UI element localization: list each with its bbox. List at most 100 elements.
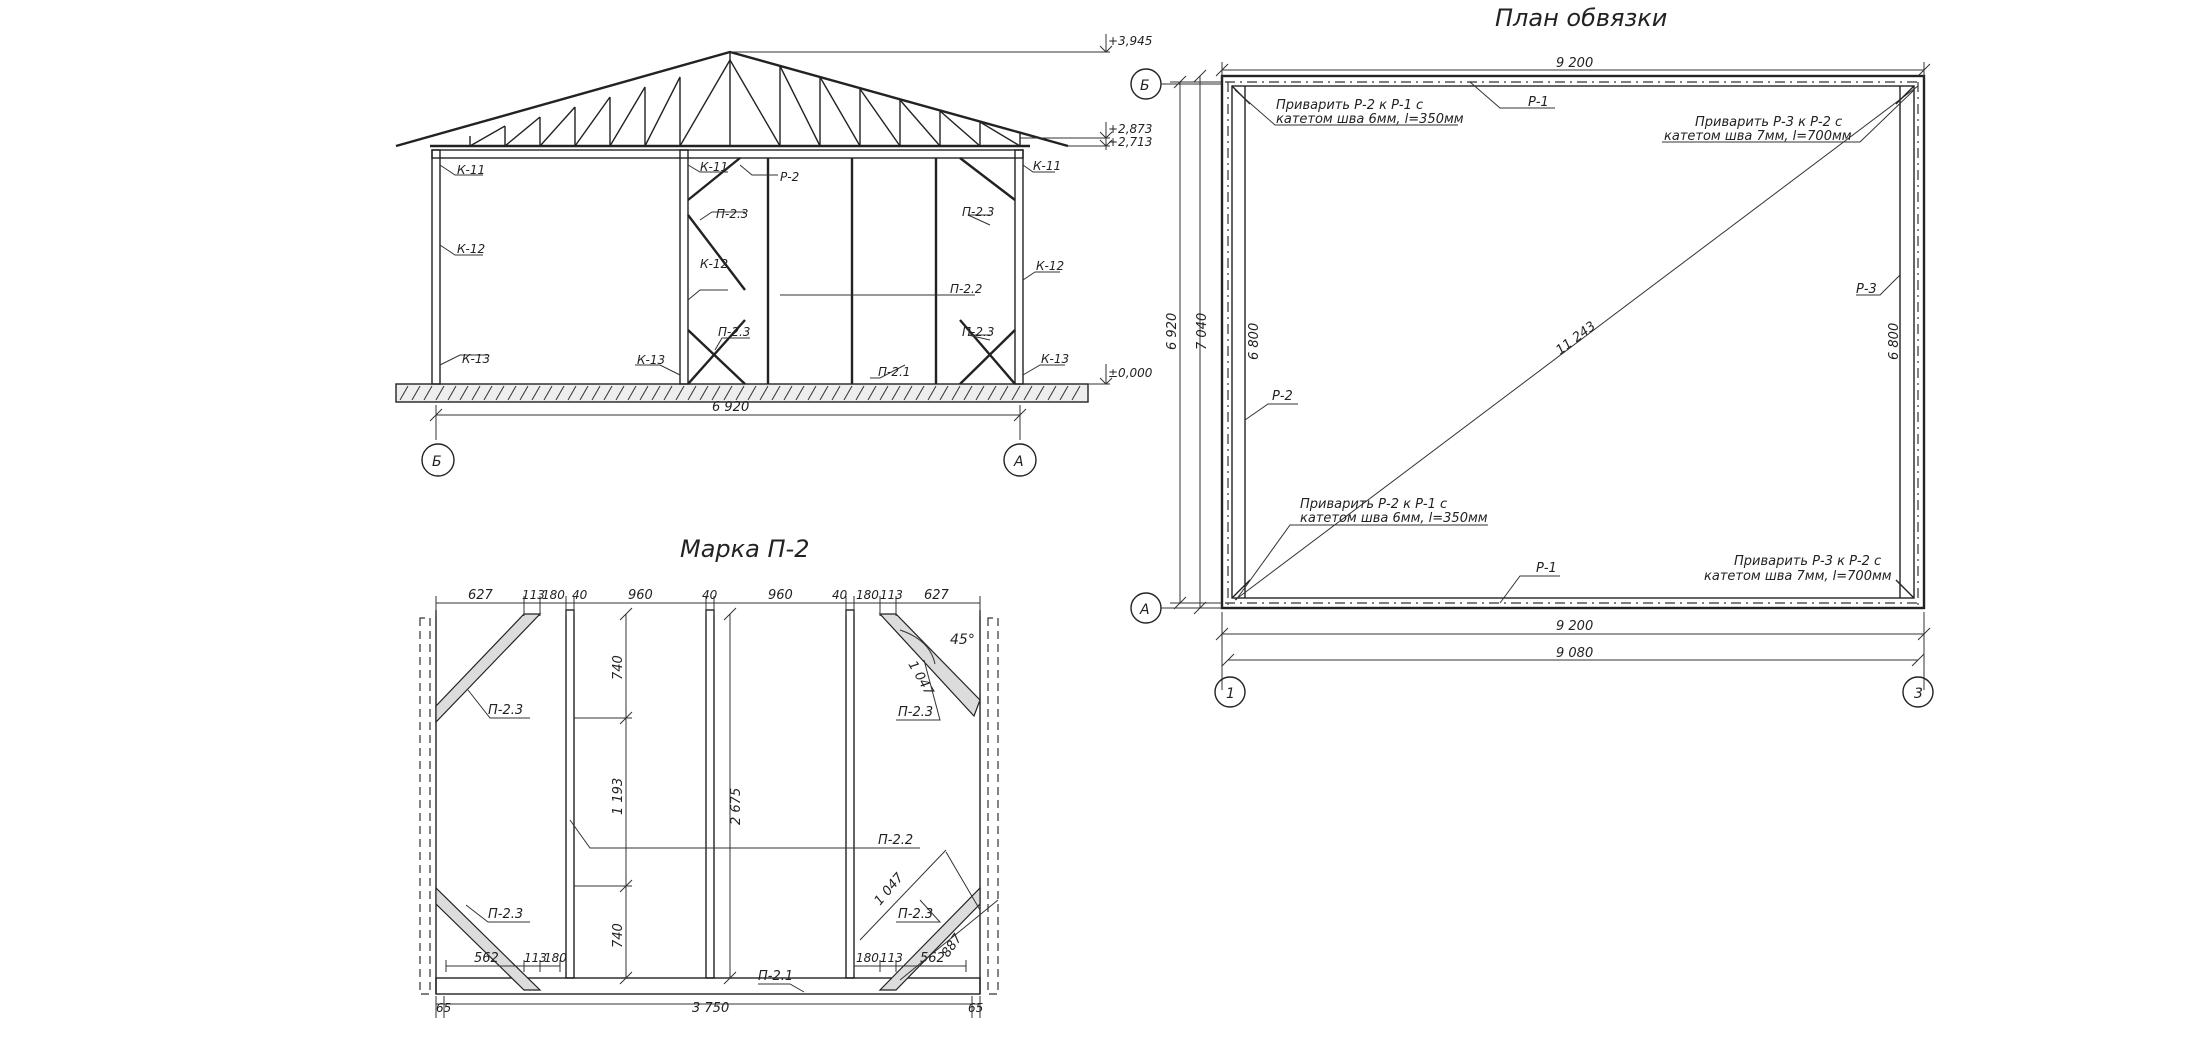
leader-p3 [1856,274,1901,296]
truss-verticals [469,52,1021,146]
mark-k11-a: К-11 [457,163,485,177]
leader-p1-bottom [1499,575,1560,604]
plan-axis-leaders [1161,83,1222,609]
leader-p23b [465,904,530,923]
mark-d40c: 40 [832,588,848,602]
mark-d113d: 113 [880,951,903,965]
leader-note-tr [1662,89,1915,143]
mark-k13-b: К-13 [637,353,665,367]
ground-hatch [399,385,1081,401]
mark-dims-br [853,960,967,972]
mark-p23a: П-2.3 [488,703,523,718]
mark-d740b: 740 [611,923,626,948]
plan-title: План обвязки [1495,4,1667,32]
brace-br [878,886,981,991]
mark-d627b: 627 [924,588,950,603]
mark-d180c: 180 [544,951,567,965]
mark-d113b: 113 [880,588,903,602]
mark-dim-2675 [723,607,737,985]
mark-d3750: 3 750 [692,1001,729,1016]
leader-p1-top [1469,81,1555,109]
mark-dim-887 [899,851,999,981]
mark-p23-d: П-2.3 [962,325,994,339]
frame-section: +3,945 +2,873 +2,713 ±0,000 6 920 Б А К-… [395,34,1153,477]
column-mid [679,149,689,385]
mark-p23c: П-2.3 [898,705,933,720]
plan-note-br-2: катетом шва 7мм, l=700мм [1704,569,1892,584]
axis-1-label: 1 [1226,686,1235,702]
mark-d113a: 113 [522,588,545,602]
mark-post-right [845,609,855,979]
mark-d113c: 113 [524,951,547,965]
plan-axis-a-label: А [1139,602,1150,618]
mark-dim-1047b [859,849,947,941]
plan-side-beams [1244,86,1901,598]
section-leaders [439,164,1065,379]
mark-p2-panel: Марка П-2 627 113 180 40 960 40 960 40 1… [419,535,999,1018]
plan-dim-bottom-2-label: 9 080 [1556,646,1593,661]
mark-dims-top [435,596,981,616]
plan-note-tl-2: катетом шва 6мм, l=350мм [1276,112,1464,127]
mark-d180d: 180 [856,951,879,965]
axis-bubble-b [421,443,455,477]
roof-truss-top [395,50,1069,148]
plan-dim-left-1-label: 6 920 [1165,313,1180,350]
elevation-0-label: ±0,000 [1108,366,1153,380]
leader-p22 [569,819,920,849]
leader-p21 [758,983,805,993]
axis-b-label: Б [432,454,442,470]
plan-diagonal [1234,85,1919,601]
mark-p23-b: П-2.3 [718,325,750,339]
mark-p21: П-2.1 [758,969,793,984]
mark-d562b: 562 [920,951,945,966]
elevation-2-label: +2,873 [1108,122,1152,136]
brace-bl [435,886,542,991]
plan-dim-inner-right-label: 6 800 [1887,323,1902,360]
plan-binding: План обвязки 9 200 9 200 9 080 1 3 6 920… [1130,4,1934,708]
plan-p2: Р-2 [1272,389,1293,404]
mark-angle: 45° [950,632,975,648]
plan-outer-frame [1220,74,1926,610]
column-left [431,149,441,385]
braces-left [687,157,746,385]
axis-a-label: А [1013,454,1024,470]
leader-p23d [896,899,942,923]
mark-dashed-contour [419,617,999,995]
plan-note-bl-2: катетом шва 6мм, l=350мм [1300,511,1488,526]
plan-dim-bottom-1 [1215,612,1931,690]
leader-p2 [1244,403,1298,421]
plan-note-tl-1: Приварить Р-2 к Р-1 с [1276,98,1423,113]
plan-note-br-1: Приварить Р-3 к Р-2 с [1734,554,1881,569]
plan-p3: Р-3 [1856,282,1877,297]
plan-dim-bottom-1-label: 9 200 [1556,619,1593,634]
top-beam [431,149,1024,159]
mark-p2: Р-2 [780,170,799,184]
plan-p1-bottom: Р-1 [1536,561,1557,576]
plan-dim-top-label: 9 200 [1556,56,1593,71]
plan-dim-left-2-label: 7 040 [1195,313,1210,350]
axis-bubble-a [1003,443,1037,477]
mark-d40b: 40 [702,588,718,602]
span-label: 6 920 [712,400,749,415]
braces-right [959,157,1016,385]
mark-k13-c: К-13 [1041,352,1069,366]
mark-k12-b: К-12 [700,257,728,271]
mark-d180b: 180 [856,588,879,602]
mark-k12-c: К-12 [1036,259,1064,273]
mark-d65b: 65 [968,1001,983,1015]
plan-note-tr-1: Приварить Р-3 к Р-2 с [1695,115,1842,130]
leader-p23a [467,689,530,719]
mark-d180a: 180 [542,588,565,602]
mark-p23-c: П-2.3 [962,205,994,219]
mark-d562a: 562 [474,951,499,966]
plan-diagonal-label: 11 243 [1553,319,1598,358]
plan-note-bl-1: Приварить Р-2 к Р-1 с [1300,497,1447,512]
brace-tr [878,613,981,718]
mark-d65a: 65 [436,1001,451,1015]
plan-dim-left-1 [1170,75,1222,610]
leader-note-tl [1234,89,1458,126]
mark-d1047b: 1 047 [872,870,908,909]
mark-d960b: 960 [768,588,793,603]
plan-axis-b-label: Б [1140,78,1150,94]
